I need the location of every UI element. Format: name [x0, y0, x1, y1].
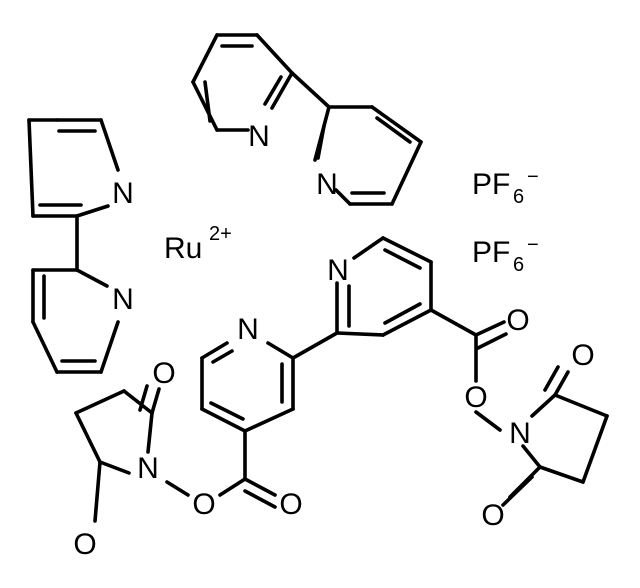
pf6-2-subscript: 6: [513, 254, 524, 276]
atom-n-left-top: N: [112, 177, 134, 210]
atom-n-top-left: N: [248, 120, 270, 153]
atom-n-top-right: N: [316, 168, 338, 201]
atom-n-succinimide-left: N: [137, 452, 159, 485]
atom-o-succinimide-left-top: O: [152, 357, 175, 390]
atom-n-bottom-upper: N: [327, 254, 349, 287]
counterion-pf6-1: PF 6 −: [472, 166, 539, 208]
bipyridine-dicarboxylate: [200, 236, 433, 433]
nhs-ester-left: [74, 384, 277, 523]
atom-o-ester-double-left: O: [279, 488, 302, 521]
ru-symbol: Ru: [164, 232, 202, 265]
atom-o-succinimide-right-bottom: O: [481, 499, 504, 532]
bipyridine-top: [191, 33, 423, 206]
bipyridine-left: [27, 118, 120, 374]
atom-n-left-bottom: N: [112, 283, 134, 316]
pf6-1-charge: −: [527, 166, 539, 188]
atom-o-ester-single-left: O: [192, 488, 215, 521]
pf6-2-base: PF: [472, 236, 510, 269]
atom-n-succinimide-right: N: [509, 417, 531, 450]
atom-n-bottom-lower: N: [237, 313, 259, 346]
pf6-1-base: PF: [472, 168, 510, 201]
counterion-pf6-2: PF 6 −: [472, 234, 539, 276]
ru-charge: 2+: [209, 223, 232, 245]
nhs-ester-right: [429, 308, 609, 507]
pf6-1-subscript: 6: [513, 186, 524, 208]
atom-o-succinimide-left-bottom: O: [73, 528, 96, 561]
atom-o-ester-double-right: O: [506, 304, 529, 337]
atom-o-ester-single-right: O: [464, 381, 487, 414]
pf6-2-charge: −: [527, 234, 539, 256]
ruthenium-ion: Ru 2+: [164, 223, 232, 265]
atom-o-succinimide-right-top: O: [571, 339, 594, 372]
